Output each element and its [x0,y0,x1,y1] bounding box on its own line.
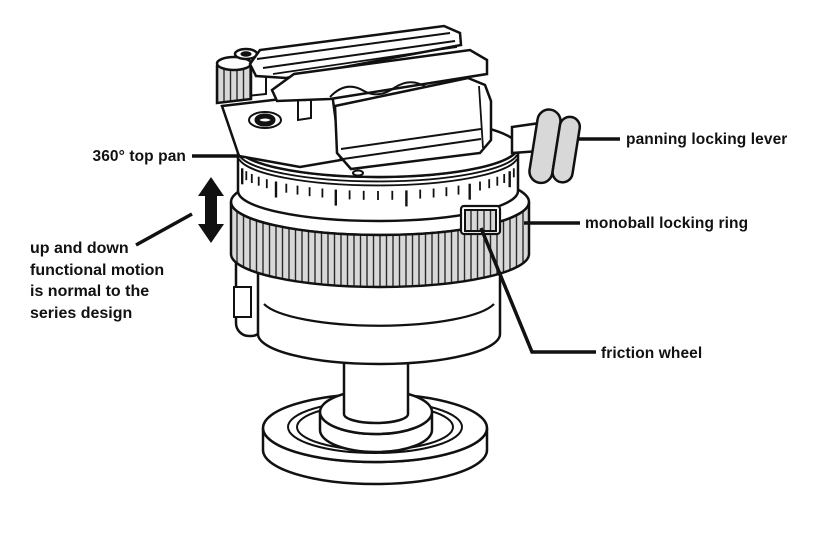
panning-locking-lever [510,108,582,185]
motion-note-line: is normal to the [30,283,150,300]
label-panning-lever: panning locking lever [626,131,788,148]
label-friction-wheel: friction wheel [601,345,703,362]
motion-note-line: functional motion [30,261,165,279]
label-top-pan: 360° top pan [92,148,186,165]
motion-note-line: up and down [30,240,129,257]
dial-tick-marks [240,168,515,207]
motion-note: up and down functional motion is normal … [30,238,164,324]
leader-line-motion-note [135,212,193,247]
base-discs [261,350,489,486]
up-down-arrow-icon [198,177,224,243]
friction-wheel [459,204,502,236]
annotation-lines [135,137,620,354]
label-monoball-ring: monoball locking ring [585,215,749,232]
quick-release-clamp [215,24,493,177]
leader-line-friction-wheel [479,227,596,354]
motion-note-line: series design [30,304,133,322]
